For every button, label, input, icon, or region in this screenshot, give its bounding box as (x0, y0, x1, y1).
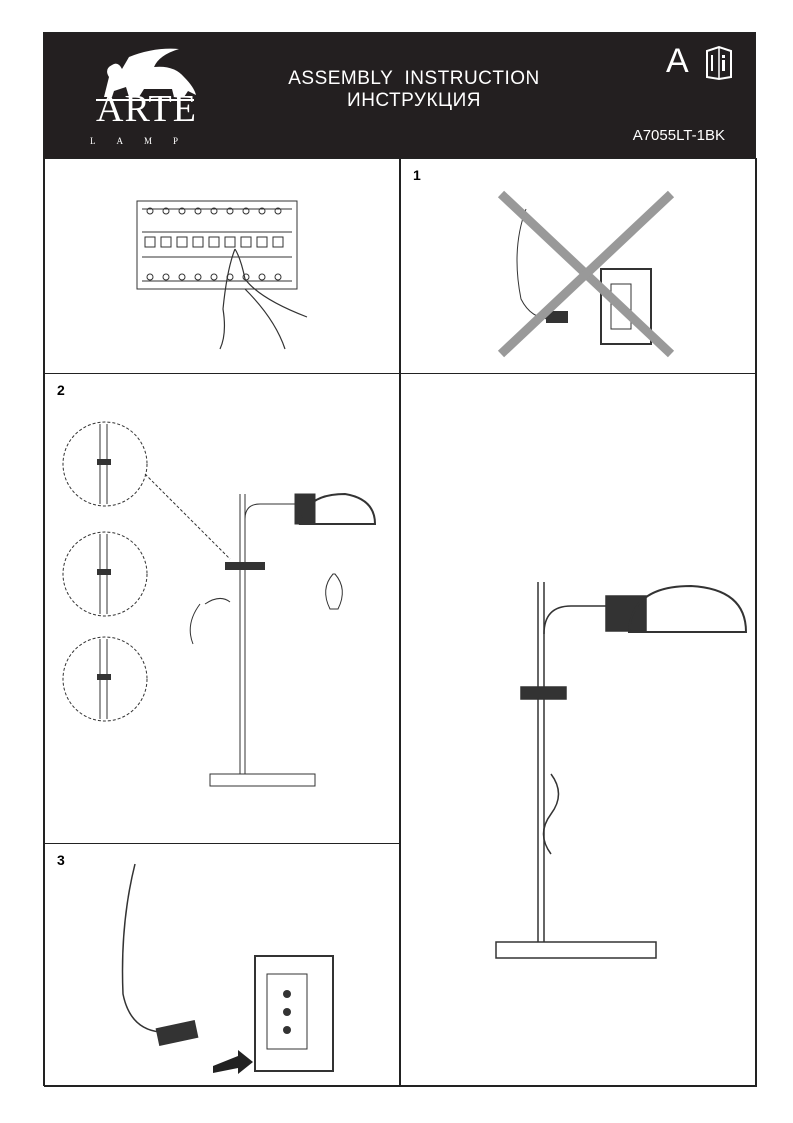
step-number: 2 (57, 382, 65, 398)
category-letter: A (666, 42, 689, 80)
panel-breaker (44, 158, 400, 374)
do-not-plug-illustration (497, 190, 675, 358)
panel-step-3: 3 (44, 843, 400, 1087)
assembled-lamp-illustration (495, 582, 748, 959)
page-title: ASSEMBLY INSTRUCTION ИНСТРУКЦИЯ (244, 68, 584, 112)
griffin-logo-icon (96, 48, 196, 101)
panel-assembled-lamp (400, 373, 757, 1087)
plug-in-illustration (121, 863, 334, 1074)
manual-book-icon (706, 45, 732, 81)
title-russian: ИНСТРУКЦИЯ (347, 90, 481, 111)
brand-name: ARTE (96, 88, 197, 130)
instruction-sheet: ARTE LAMP ASSEMBLY INSTRUCTION ИНСТРУКЦИ… (43, 32, 757, 1087)
panel-step-2: 2 (44, 373, 400, 844)
step-number: 1 (413, 167, 421, 183)
breaker-panel-illustration (136, 200, 308, 350)
step-number: 3 (57, 852, 65, 868)
panel-step-1: 1 (400, 158, 757, 374)
title-english: ASSEMBLY INSTRUCTION (288, 68, 540, 89)
height-adjustment-illustration (62, 421, 377, 787)
header: ARTE LAMP ASSEMBLY INSTRUCTION ИНСТРУКЦИ… (44, 33, 755, 158)
brand-subtitle: LAMP (90, 136, 200, 146)
model-number: A7055LT-1BK (632, 127, 725, 144)
